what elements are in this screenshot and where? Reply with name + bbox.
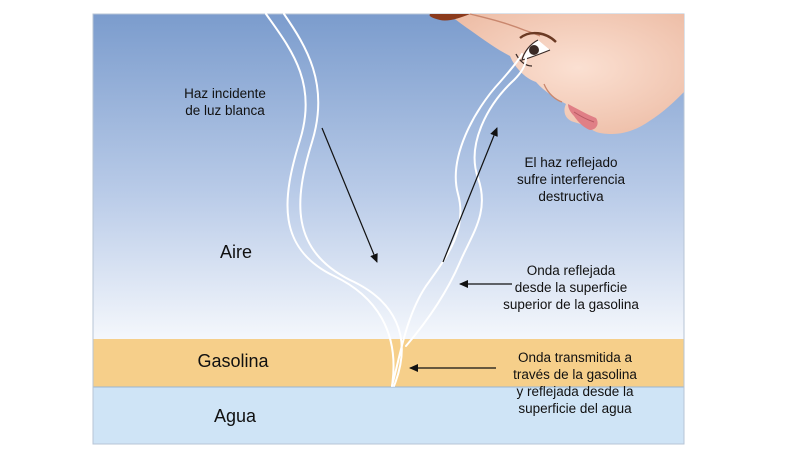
- gasoline-layer: [93, 339, 684, 387]
- transmitted-wave-label: Onda transmitida a través de la gasolina…: [513, 350, 637, 416]
- light-waves: [265, 13, 527, 387]
- air-label: Aire: [219, 242, 252, 262]
- incident-beam-label: Haz incidente de luz blanca: [184, 86, 266, 118]
- incident-arrow: [321, 127, 378, 263]
- incident-wave-a: [265, 13, 395, 387]
- top-reflection-label: Onda reflejada desde la superficie super…: [503, 263, 639, 312]
- gasoline-label: Gasolina: [197, 351, 269, 371]
- water-layer: [93, 387, 684, 444]
- reflected-arrow: [442, 127, 498, 263]
- face-illustration: [429, 13, 684, 134]
- reflected-wave-top: [391, 53, 523, 387]
- water-label: Agua: [213, 406, 257, 426]
- reflected-wave-water: [405, 57, 527, 347]
- diagram-frame: [92, 13, 685, 445]
- incident-wave-b: [283, 13, 403, 387]
- arrows: [321, 127, 512, 372]
- reflected-beam-label: El haz reflejado sufre interferencia des…: [516, 155, 626, 204]
